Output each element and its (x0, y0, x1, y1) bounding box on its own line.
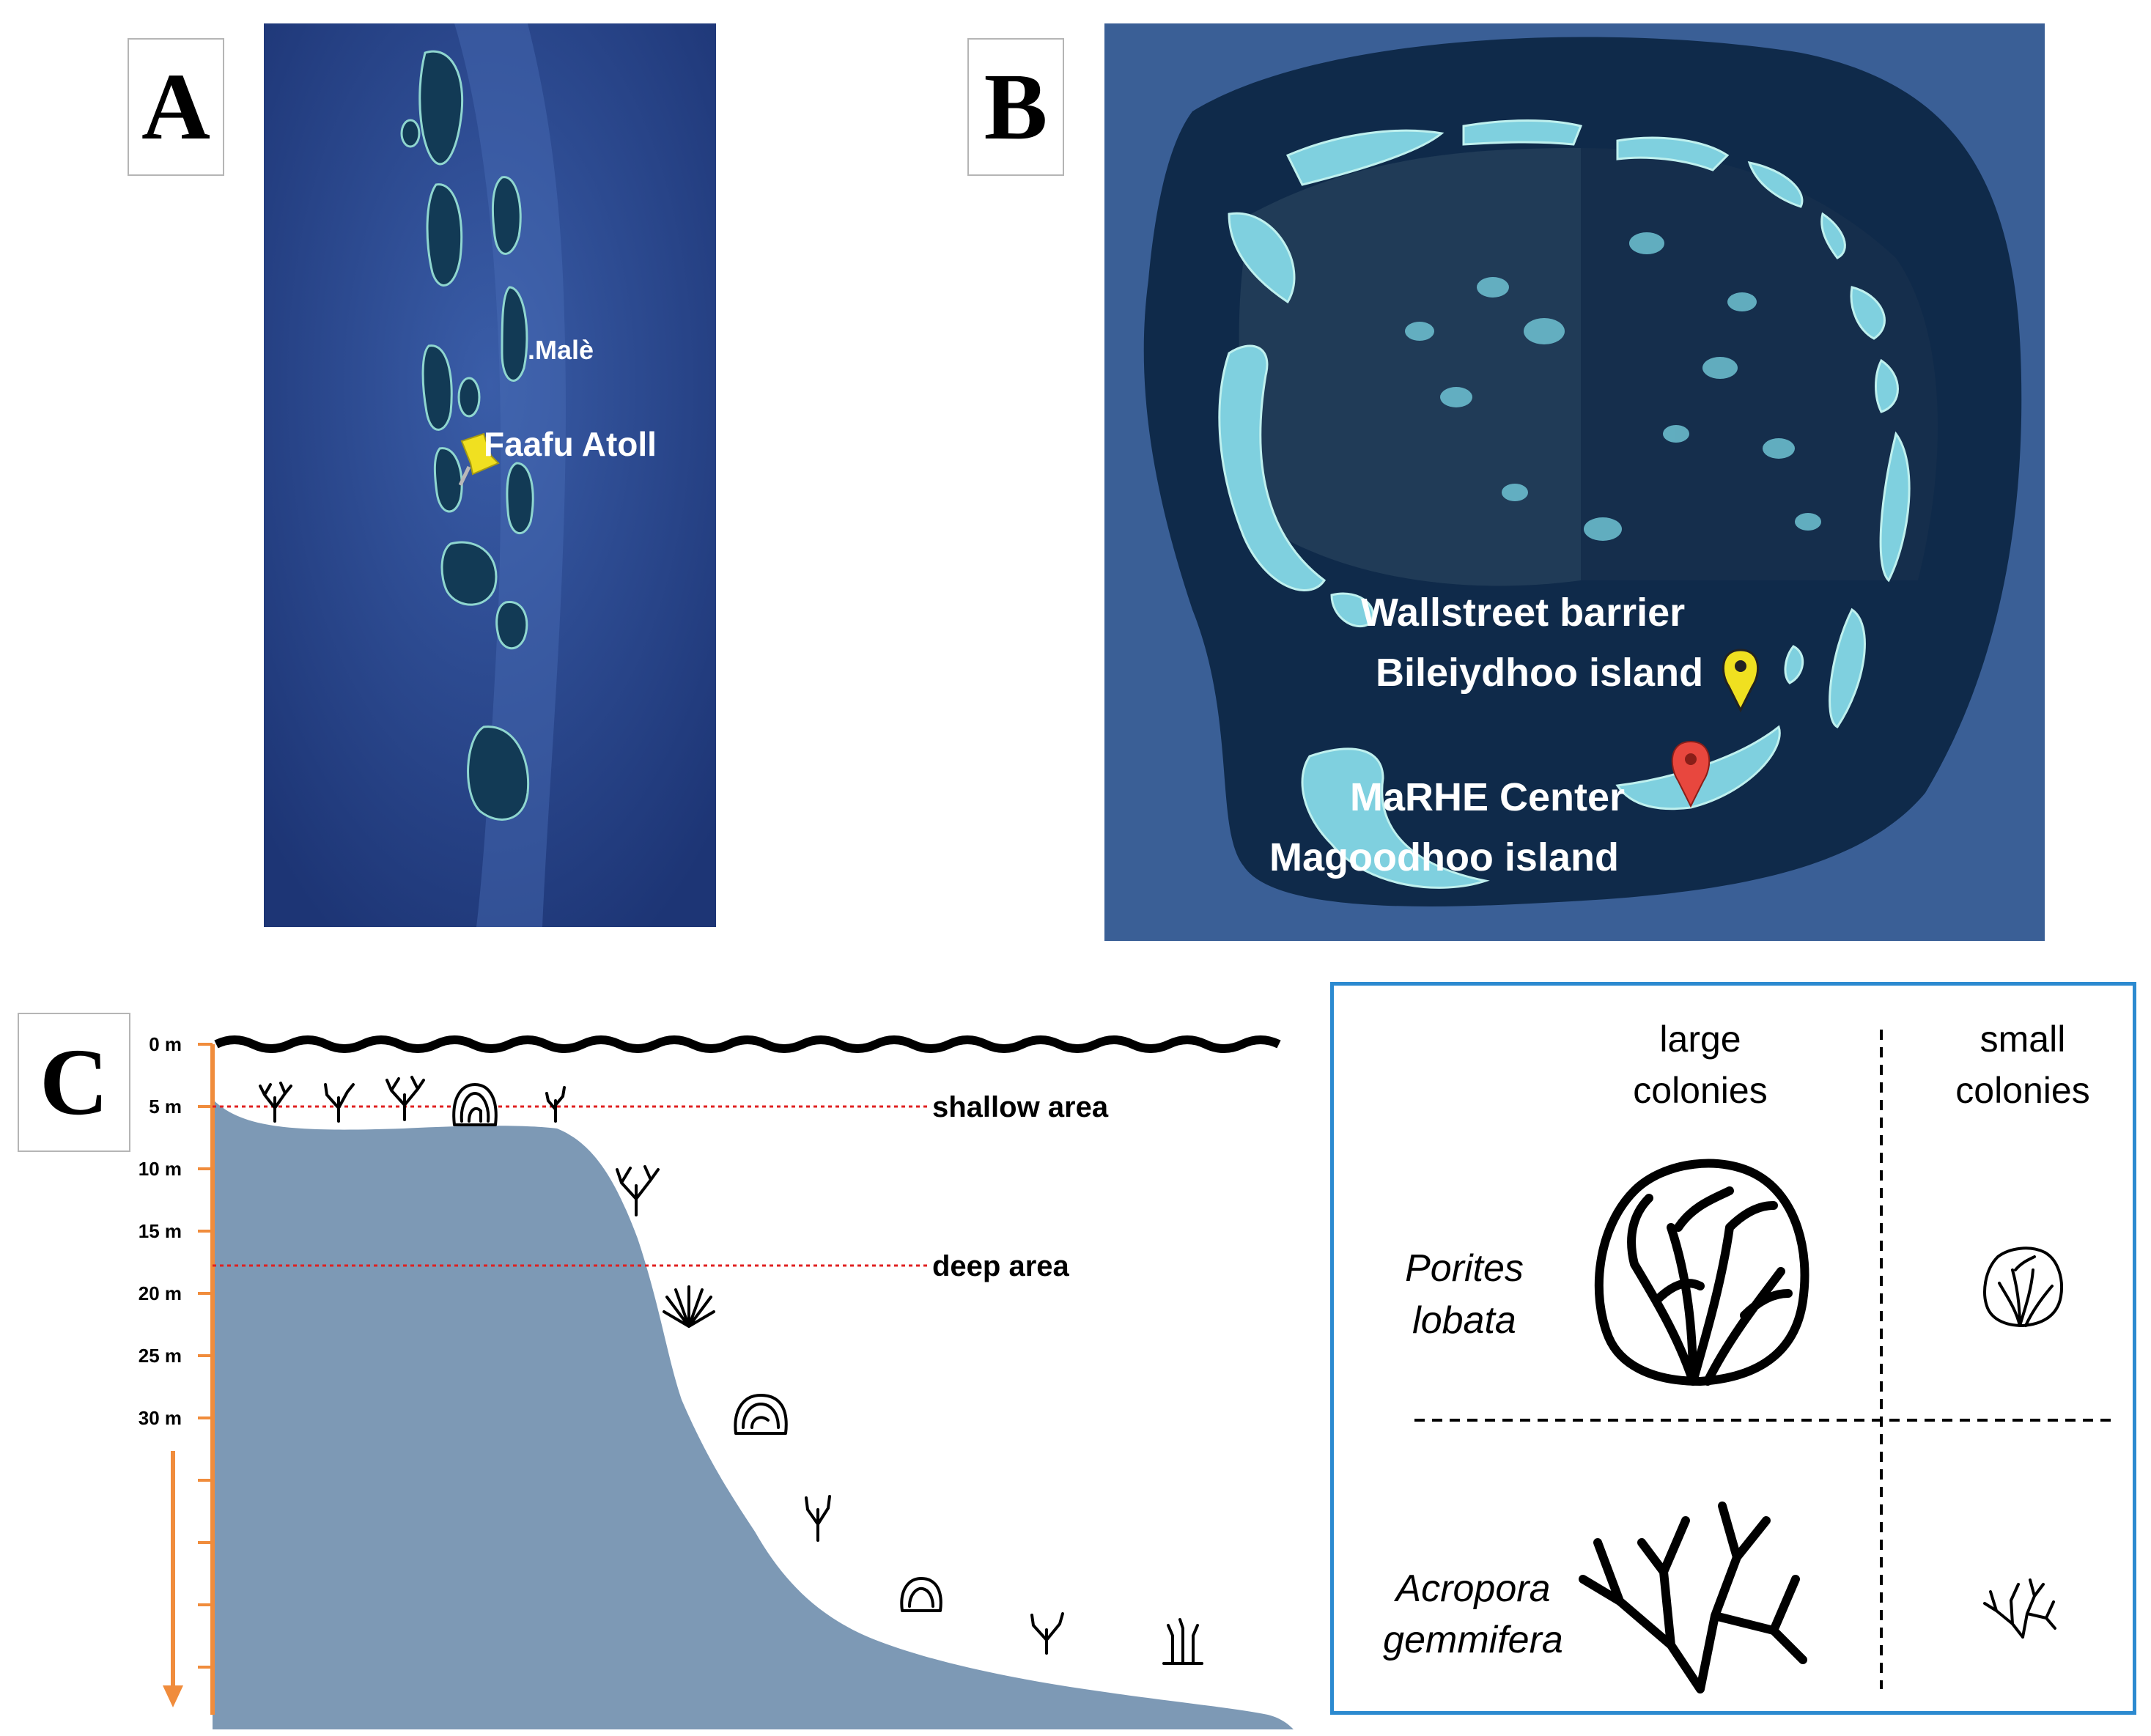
faafu-label: Faafu Atoll (484, 425, 657, 463)
branching-coral-icon (385, 1076, 425, 1121)
acropora-small-icon (1983, 1578, 2056, 1639)
panel-letter-c: C (18, 1013, 130, 1152)
depth-arrow-head (163, 1685, 183, 1707)
row-acropora-line1: Acropora (1394, 1567, 1551, 1610)
massive-coral-icon (452, 1083, 498, 1126)
pushpin-icon (458, 432, 500, 487)
branching-coral-icon (259, 1082, 292, 1123)
depth-tick-0: 0 m (149, 1033, 182, 1055)
massive-coral-icon (900, 1577, 942, 1612)
branching-coral-icon (616, 1165, 660, 1216)
lagoon-patches-b (1405, 232, 1821, 541)
legend-box: large colonies small colonies Porites lo… (1330, 982, 2136, 1715)
panel-letter-b: B (967, 38, 1064, 176)
fan-coral-icon (663, 1285, 715, 1328)
col-small-line2: colonies (1955, 1070, 2089, 1111)
col-large-line1: large (1659, 1019, 1741, 1060)
wallstreet-label-1: Wallstreet barrier (1361, 591, 1685, 635)
porites-large-icon (1594, 1159, 1809, 1386)
map-a: .Malè Faafu Atoll (264, 23, 716, 927)
row-porites-line2: lobata (1412, 1299, 1516, 1342)
yellow-pin-icon (1722, 649, 1760, 713)
marhe-label-1: MaRHE Center (1350, 775, 1625, 819)
depth-tick-15: 15 m (139, 1220, 182, 1242)
map-b: Wallstreet barrier Bileiydhoo island MaR… (1104, 23, 2045, 941)
seabed (213, 1099, 1294, 1729)
atolls-a (400, 50, 534, 821)
depth-tick-5: 5 m (149, 1096, 182, 1118)
col-small-line1: small (1980, 1019, 2066, 1060)
branching-coral-icon (1162, 1618, 1203, 1665)
branching-coral-icon (545, 1086, 566, 1123)
row-acropora-line2: gemmifera (1383, 1619, 1563, 1661)
col-large-line2: colonies (1633, 1070, 1767, 1111)
marhe-label-2: Magoodhoo island (1269, 835, 1619, 879)
branching-coral-icon (324, 1083, 355, 1123)
acropora-large-icon (1579, 1502, 1807, 1693)
wallstreet-label-2: Bileiydhoo island (1376, 651, 1703, 695)
porites-small-icon (1983, 1246, 2063, 1327)
depth-tick-25: 25 m (139, 1345, 182, 1367)
depth-profile: 0 m 5 m 10 m 15 m 20 m 25 m 30 m shallow… (139, 1033, 1294, 1729)
depth-tick-10: 10 m (139, 1158, 182, 1180)
shallow-label: shallow area (932, 1091, 1109, 1123)
male-label: .Malè (528, 335, 594, 365)
massive-coral-icon (734, 1394, 788, 1435)
panel-letter-a: A (128, 38, 224, 176)
depth-tick-30: 30 m (139, 1407, 182, 1429)
red-pin-icon (1671, 740, 1711, 808)
branching-coral-icon (805, 1495, 831, 1542)
depth-tick-20: 20 m (139, 1282, 182, 1304)
row-porites-line1: Porites (1405, 1247, 1524, 1290)
water-surface (214, 1035, 1281, 1053)
deep-label: deep area (932, 1250, 1070, 1282)
branching-coral-icon (1030, 1612, 1064, 1655)
